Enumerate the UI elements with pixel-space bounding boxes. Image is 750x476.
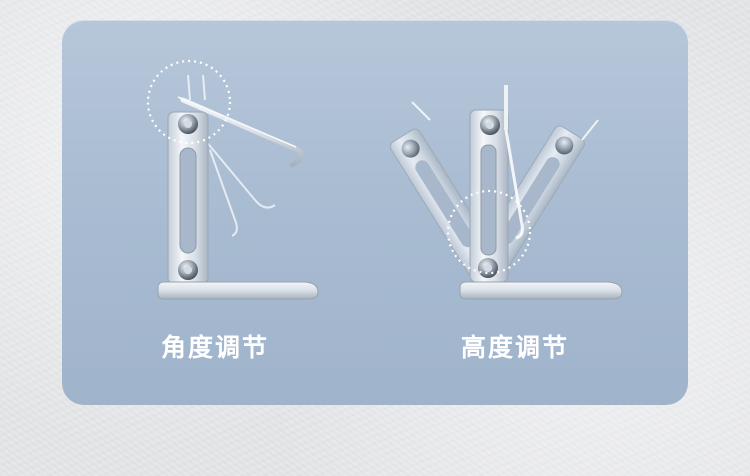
angle-stand-illustration: [146, 59, 319, 300]
height-adjustment-label: 高度调节: [460, 333, 569, 362]
angle-adjustment-label: 角度调节: [160, 333, 269, 362]
product-panel: [62, 20, 688, 405]
height-stand-illustration: [390, 85, 623, 300]
